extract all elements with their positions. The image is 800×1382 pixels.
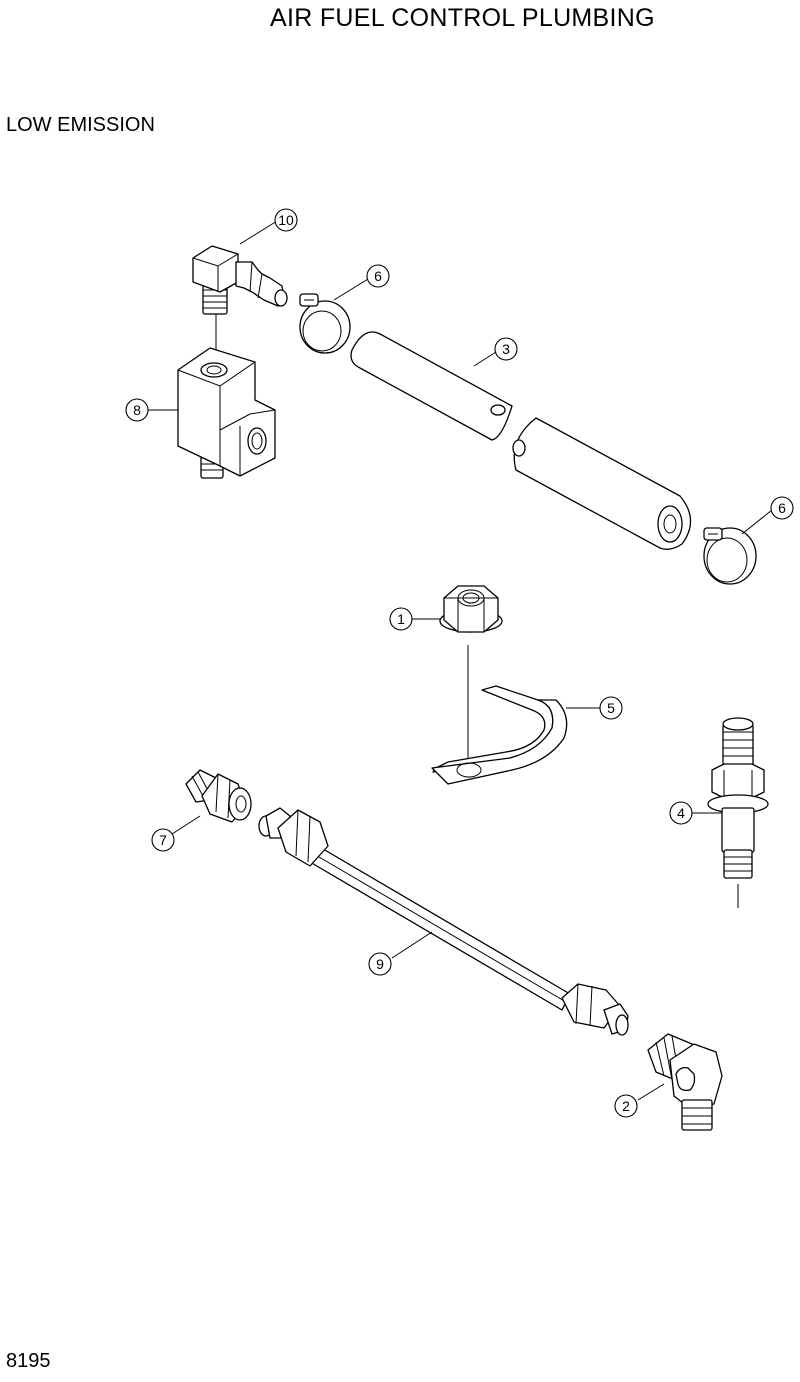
callout-10: 10 bbox=[274, 208, 298, 232]
part-6-hose-clamp-lower bbox=[703, 527, 757, 585]
part-9-tube-assembly bbox=[258, 807, 629, 1036]
callout-9: 9 bbox=[368, 952, 392, 976]
part-5-bracket-clip bbox=[431, 685, 568, 785]
page-number: 8195 bbox=[6, 1350, 51, 1372]
callout-7: 7 bbox=[151, 828, 175, 852]
callout-7-label: 7 bbox=[159, 832, 167, 848]
callout-5: 5 bbox=[599, 696, 623, 720]
part-8-tee-block bbox=[177, 347, 276, 479]
callout-1: 1 bbox=[389, 607, 413, 631]
callout-6-upper: 6 bbox=[366, 264, 390, 288]
part-10-elbow-barb-fitting bbox=[192, 245, 288, 315]
callout-1-label: 1 bbox=[397, 611, 405, 627]
part-6-hose-clamp-upper bbox=[299, 293, 351, 354]
callout-4-label: 4 bbox=[677, 805, 685, 821]
callout-3: 3 bbox=[494, 337, 518, 361]
diagram-subtitle: LOW EMISSION bbox=[6, 114, 155, 136]
callout-4: 4 bbox=[669, 801, 693, 825]
callout-9-label: 9 bbox=[376, 956, 384, 972]
part-4-stud-connector bbox=[707, 717, 769, 879]
callout-6-lower: 6 bbox=[770, 496, 794, 520]
callout-2-label: 2 bbox=[622, 1098, 630, 1114]
callout-6-lower-label: 6 bbox=[778, 500, 786, 516]
callout-8-label: 8 bbox=[133, 402, 141, 418]
part-1-flange-nut bbox=[439, 585, 503, 633]
callout-2: 2 bbox=[614, 1094, 638, 1118]
callout-8: 8 bbox=[125, 398, 149, 422]
diagram-title: AIR FUEL CONTROL PLUMBING bbox=[270, 4, 655, 32]
part-3-hose bbox=[350, 331, 692, 550]
callout-10-label: 10 bbox=[278, 212, 294, 228]
callout-5-label: 5 bbox=[607, 700, 615, 716]
callout-3-label: 3 bbox=[502, 341, 510, 357]
callout-6-upper-label: 6 bbox=[374, 268, 382, 284]
part-7-fitting bbox=[185, 769, 252, 823]
part-2-elbow-fitting bbox=[647, 1033, 723, 1131]
